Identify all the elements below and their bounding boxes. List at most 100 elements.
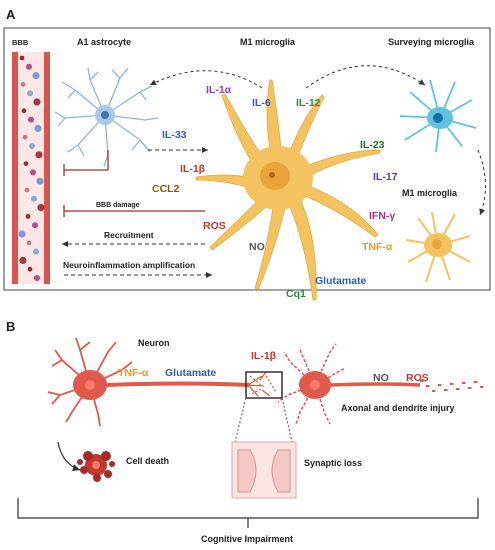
axon-fragment (444, 389, 448, 391)
vessel-wall-right (44, 52, 50, 284)
blood-cell (33, 98, 41, 106)
blood-cell (35, 151, 43, 159)
blood-cell (36, 177, 44, 185)
axon-fragment (468, 387, 472, 389)
surveying-microglia-nucleus (433, 113, 443, 123)
presynaptic-terminal (237, 449, 257, 493)
label-glutamate: Glutamate (315, 275, 367, 287)
label-b-il1b: IL-1β (251, 350, 277, 362)
blood-cell (25, 214, 31, 219)
label-b-no: NO (373, 372, 389, 384)
blood-cell (22, 134, 28, 140)
axon-fragment (462, 382, 466, 384)
label-il1a: IL-1α (206, 84, 232, 96)
bbb-damage-inhibition (63, 205, 205, 217)
dead-cell (77, 451, 115, 482)
dead-cell-fragment (77, 459, 83, 465)
blood-vessel (12, 52, 50, 284)
blood-cell (21, 108, 27, 114)
astrocyte-inhibition (63, 150, 109, 176)
blood-cell (18, 230, 26, 238)
panel-a-letter: A (6, 7, 16, 22)
m1-microglia-small-cell (405, 211, 471, 283)
blood-cell (20, 82, 26, 87)
panel-a-frame (3, 27, 491, 291)
blood-cell (19, 256, 27, 264)
blood-cell (30, 169, 36, 176)
label-b-tnfa: TNF-α (118, 367, 149, 379)
blood-cells (18, 55, 45, 281)
arrow-to-cell-death (57, 441, 81, 472)
label-il23: IL-23 (360, 139, 385, 151)
m1-microglia-small-title: M1 microglia (402, 188, 458, 198)
label-no: NO (249, 241, 265, 253)
m1-microglia-nucleus (260, 162, 290, 190)
panel-b-letter: B (6, 319, 15, 334)
label-tnfa: TNF-α (362, 241, 393, 253)
blood-cell (26, 63, 32, 70)
axon-fragment (420, 380, 424, 382)
axon-fragment (438, 384, 442, 386)
axon-fragment (456, 388, 460, 390)
synapse-box (245, 371, 283, 399)
axon-terminals (247, 371, 271, 397)
label-ros: ROS (203, 220, 226, 232)
label-cognitive-impairment: Cognitive Impairment (201, 534, 293, 544)
blood-cell (24, 187, 30, 193)
blood-cell (37, 204, 45, 212)
dead-cell-fragment (80, 466, 88, 474)
blood-cell (19, 55, 25, 61)
blood-cell (27, 90, 33, 97)
axon-fragment (432, 390, 436, 392)
label-bbb-damage: BBB damage (96, 202, 140, 209)
m1-microglia-title: M1 microglia (240, 37, 296, 47)
blood-cell (29, 143, 35, 149)
axon-fragments (420, 380, 484, 392)
label-cell-death: Cell death (126, 456, 169, 466)
a1-astrocyte-title: A1 astrocyte (77, 37, 131, 47)
blood-cell (32, 72, 40, 80)
m1-microglia-small-nucleus (432, 239, 442, 249)
label-il6: IL-6 (252, 97, 271, 109)
m1-microglia-nucleolus (269, 172, 275, 178)
label-ifng: IFN-γ (369, 210, 395, 222)
vessel-wall-left (12, 52, 18, 284)
blood-cell (27, 266, 33, 272)
healthy-axon (105, 381, 251, 387)
blood-cell (32, 222, 38, 229)
label-b-ros: ROS (406, 372, 429, 384)
blood-cell (28, 116, 34, 123)
a1-astrocyte-cell (54, 67, 159, 167)
neuron-title: Neuron (138, 338, 170, 348)
label-synaptic-loss: Synaptic loss (304, 458, 362, 468)
label-ccl2: CCL2 (152, 183, 180, 195)
blood-cell (34, 275, 40, 281)
healthy-neuron-dendrites (47, 337, 133, 427)
label-recruitment: Recruitment (104, 230, 154, 240)
synapse-box-fragments (249, 375, 277, 395)
arrow-surveying-to-m1 (477, 149, 487, 216)
surveying-microglia-cell (399, 79, 477, 153)
axon-fragment (474, 381, 478, 383)
damaged-neuron-nucleus (310, 380, 320, 390)
blood-cell (33, 248, 39, 255)
blood-cell (23, 161, 29, 167)
label-b-glutamate: Glutamate (165, 367, 217, 379)
zoom-lines (234, 397, 293, 443)
blood-cell (34, 124, 42, 132)
bbb-label: BBB (12, 38, 29, 47)
vessel-lumen (16, 52, 46, 284)
dead-cell-fragment (101, 451, 111, 461)
dead-cell-fragment (93, 474, 101, 482)
label-cq1: Cq1 (286, 288, 306, 300)
healthy-neuron-nucleus (85, 380, 95, 390)
bracket (17, 498, 479, 519)
axon-fragment (480, 386, 484, 388)
damaged-neuron-dendrites (277, 343, 346, 425)
label-axonal-injury: Axonal and dendrite injury (341, 403, 455, 413)
arrow-microglia-to-surveying (305, 65, 426, 89)
label-il33: IL-33 (162, 129, 187, 141)
label-il12: IL-12 (296, 97, 321, 109)
dead-cell-fragment (83, 451, 93, 461)
